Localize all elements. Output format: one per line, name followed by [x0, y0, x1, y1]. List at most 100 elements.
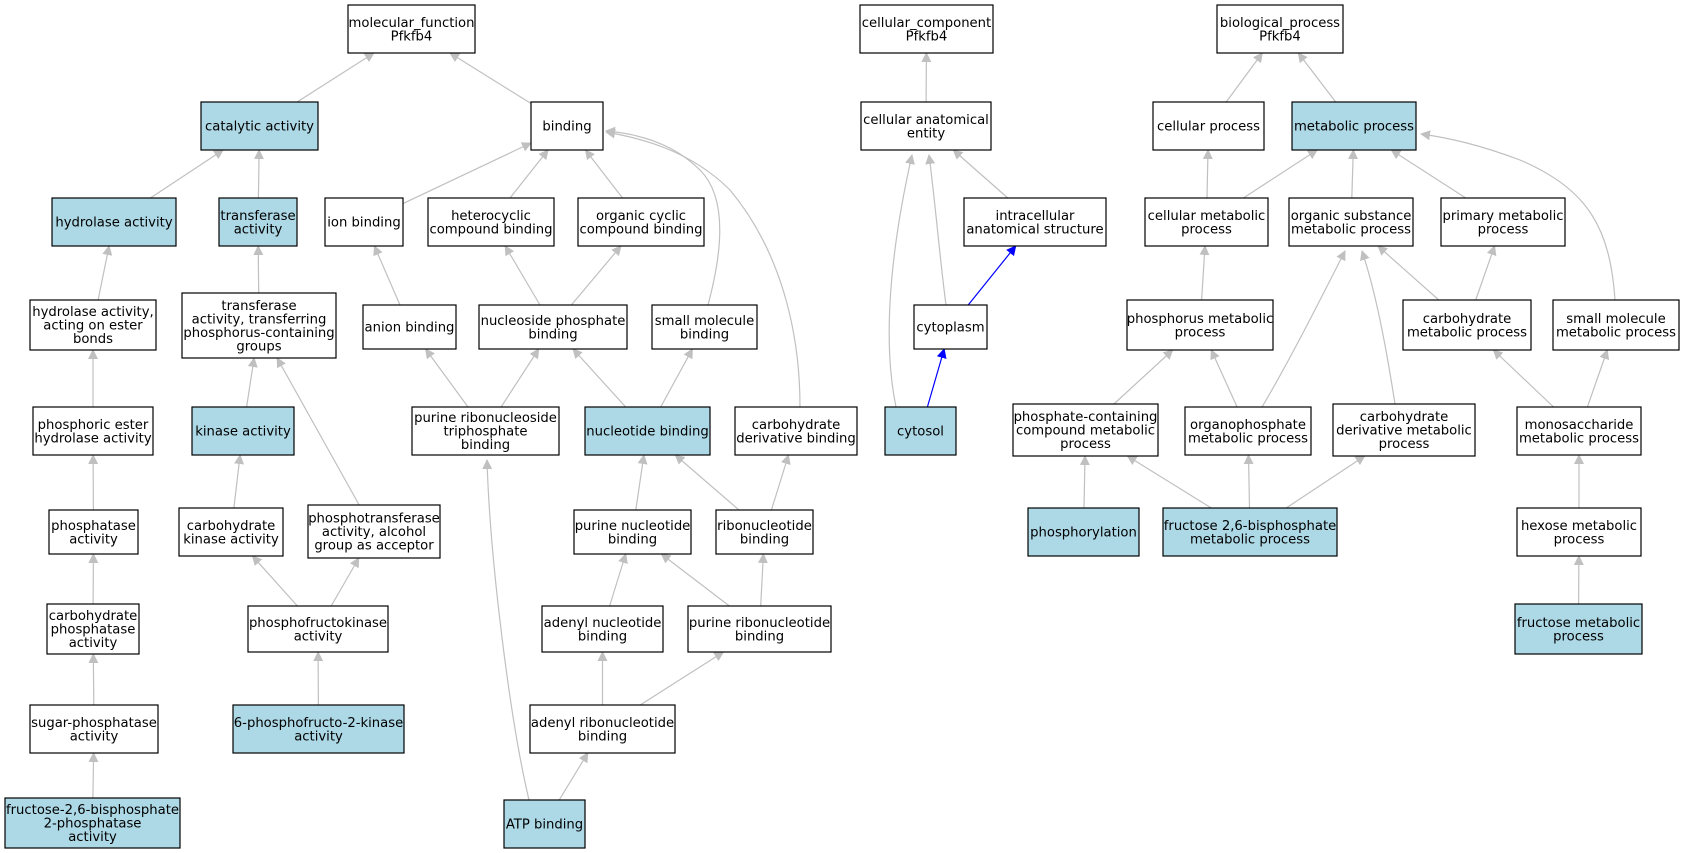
node-box[interactable] — [478, 304, 628, 350]
go-term-node-nucleotide[interactable]: nucleotide binding — [584, 406, 711, 456]
node-box[interactable] — [1332, 403, 1476, 457]
node-box[interactable] — [181, 292, 337, 359]
go-term-node-hydrolase[interactable]: hydrolase activity — [51, 197, 177, 247]
node-box[interactable] — [1184, 406, 1312, 456]
node-box[interactable] — [913, 304, 988, 350]
node-box[interactable] — [1126, 299, 1274, 351]
go-term-node-kinase[interactable]: kinase activity — [191, 406, 295, 456]
go-term-node-phosphorylation[interactable]: phosphorylation — [1027, 507, 1140, 557]
node-box[interactable] — [29, 704, 159, 754]
go-term-node-cytoplasm[interactable]: cytoplasm — [913, 304, 988, 350]
node-box[interactable] — [347, 4, 476, 54]
node-box[interactable] — [860, 101, 992, 151]
node-box[interactable] — [1162, 507, 1338, 557]
node-box[interactable] — [687, 605, 832, 653]
node-box[interactable] — [884, 406, 957, 456]
node-box[interactable] — [247, 605, 389, 653]
node-box[interactable] — [734, 406, 858, 456]
node-box[interactable] — [46, 603, 140, 655]
node-box[interactable] — [963, 197, 1107, 247]
go-term-node-cytosol[interactable]: cytosol — [884, 406, 957, 456]
go-term-node-metproc[interactable]: metabolic process — [1291, 101, 1417, 151]
node-box[interactable] — [1291, 101, 1417, 151]
node-box[interactable] — [1288, 197, 1414, 247]
node-box[interactable] — [1516, 406, 1642, 456]
node-box[interactable] — [324, 197, 404, 247]
node-box[interactable] — [1552, 299, 1680, 351]
node-box[interactable] — [191, 406, 295, 456]
node-box[interactable] — [4, 797, 181, 849]
node-box[interactable] — [29, 299, 157, 351]
node-box[interactable] — [307, 504, 441, 559]
node-box[interactable] — [411, 406, 560, 456]
node-box[interactable] — [362, 304, 457, 350]
node-box[interactable] — [1152, 101, 1265, 151]
node-box[interactable] — [218, 197, 298, 247]
node-box[interactable] — [715, 509, 814, 555]
node-box[interactable] — [1144, 197, 1269, 247]
node-box[interactable] — [51, 197, 177, 247]
node-box[interactable] — [200, 101, 319, 151]
go-term-node-ionbinding[interactable]: ion binding — [324, 197, 404, 247]
go-term-node-anion[interactable]: anion binding — [362, 304, 457, 350]
go-term-node-f26bp2p[interactable]: fructose-2,6-bisphosphate2-phosphataseac… — [4, 797, 181, 849]
node-box[interactable] — [1012, 403, 1159, 457]
node-box[interactable] — [1440, 197, 1566, 247]
go-term-node-atp[interactable]: ATP binding — [503, 799, 586, 849]
node-box[interactable] — [1516, 507, 1642, 557]
node-box[interactable] — [232, 704, 405, 754]
node-box[interactable] — [427, 197, 555, 247]
node-box[interactable] — [530, 101, 604, 151]
node-box[interactable] — [541, 605, 664, 653]
node-box[interactable] — [503, 799, 586, 849]
node-box[interactable] — [529, 704, 676, 754]
node-box[interactable] — [32, 406, 154, 456]
node-box[interactable] — [573, 509, 692, 555]
node-box[interactable] — [1216, 4, 1344, 54]
node-box[interactable] — [48, 509, 139, 555]
node-box[interactable] — [651, 304, 758, 350]
node-box[interactable] — [1027, 507, 1140, 557]
node-box[interactable] — [577, 197, 705, 247]
go-term-node-cellproc[interactable]: cellular process — [1152, 101, 1265, 151]
go-term-node-catalytic[interactable]: catalytic activity — [200, 101, 319, 151]
node-box[interactable] — [584, 406, 711, 456]
node-box[interactable] — [1402, 299, 1532, 351]
